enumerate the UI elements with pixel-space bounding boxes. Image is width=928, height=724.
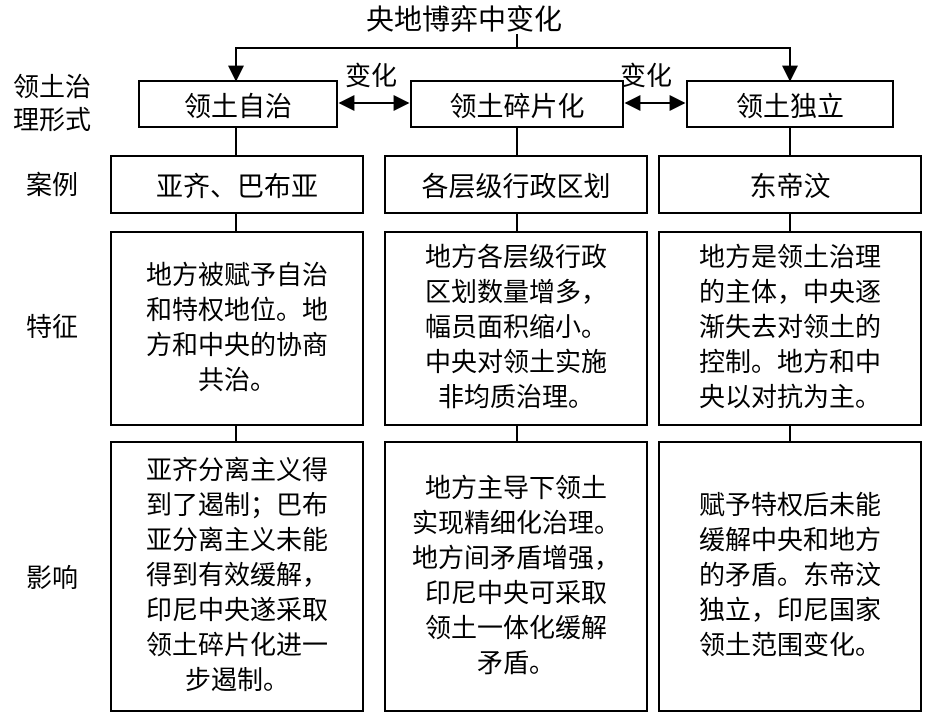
impact-1-line-1: 亚齐分离主义得 (145, 456, 328, 486)
feature-box-1: 地方被赋予自治 和特权地位。地 方和中央的协商 共治。 (110, 231, 364, 426)
feature-3-line-5: 央以对抗为主。 (698, 383, 881, 413)
impact-2-line-6: 矛盾。 (476, 648, 555, 679)
form-box-2: 领土碎片化 (410, 80, 624, 128)
impact-1-line-3: 亚分离主义未能 (145, 526, 328, 556)
arrow-label-left: 变化 (345, 62, 398, 92)
impact-1-line-4: 得到有效缓解， (145, 561, 328, 591)
impact-2-line-3: 地方间矛盾增强， (411, 543, 620, 574)
form-box-2-text: 领土碎片化 (449, 91, 585, 123)
case-box-2: 各层级行政区划 (384, 155, 648, 214)
form-box-3: 领土独立 (686, 80, 894, 128)
impact-3-line-1: 赋予特权后未能 (698, 491, 881, 521)
row-label-impact: 影响 (25, 564, 78, 594)
feature-1-line-2: 和特权地位。地 (145, 295, 328, 326)
impact-2-line-1: 地方主导下领土 (424, 473, 607, 504)
case-box-3: 东帝汶 (658, 155, 922, 214)
feature-3-line-1: 地方是领土治理 (698, 243, 881, 273)
case-box-3-text: 东帝汶 (749, 172, 831, 203)
impact-3-line-5: 领土范围变化。 (698, 631, 881, 661)
feature-box-3: 地方是领土治理 的主体，中央逐 渐失去对领土的 控制。地方和中 央以对抗为主。 (658, 231, 922, 426)
impact-box-1: 亚齐分离主义得 到了遏制；巴布 亚分离主义未能 得到有效缓解， 印尼中央遂采取 … (110, 441, 364, 712)
row-label-feature: 特征 (25, 313, 78, 343)
impact-3-line-3: 的矛盾。东帝汶 (698, 561, 881, 591)
case-box-2-text: 各层级行政区划 (421, 172, 611, 203)
impact-3-line-4: 独立，印尼国家 (698, 596, 881, 626)
impact-box-3: 赋予特权后未能 缓解中央和地方 的矛盾。东帝汶 独立，印尼国家 领土范围变化。 (658, 441, 922, 712)
arrow-label-right: 变化 (620, 62, 673, 92)
title-bracket-line (235, 47, 791, 76)
feature-2-line-1: 地方各层级行政 (424, 243, 607, 273)
row-connectors (235, 127, 791, 441)
feature-box-2: 地方各层级行政 区划数量增多， 幅员面积缩小。 中央对领土实施 非均质治理。 (384, 231, 648, 426)
impact-1-line-7: 步遏制。 (184, 666, 289, 696)
feature-2-line-2: 区划数量增多， (424, 278, 607, 308)
row-label-form-line-2: 理形式 (12, 106, 91, 136)
case-box-1: 亚齐、巴布亚 (110, 155, 364, 214)
diagram-title: 央地博弈中变化 (365, 3, 562, 36)
impact-1-line-5: 印尼中央遂采取 (145, 596, 328, 626)
impact-1-line-6: 领土碎片化进一 (145, 631, 328, 661)
feature-1-line-4: 共治。 (197, 365, 276, 396)
row-label-form: 领土治 理形式 (2, 72, 102, 138)
row-label-form-line-1: 领土治 (12, 73, 91, 103)
row-label-case: 案例 (25, 171, 78, 201)
impact-3-line-2: 缓解中央和地方 (698, 526, 881, 556)
feature-1-line-3: 方和中央的协商 (145, 330, 328, 361)
form-box-1: 领土自治 (138, 80, 338, 128)
impact-box-2: 地方主导下领土 实现精细化治理。 地方间矛盾增强， 印尼中央可采取 领土一体化缓… (384, 441, 648, 712)
case-box-1-text: 亚齐、巴布亚 (156, 172, 318, 203)
feature-2-line-5: 非均质治理。 (437, 383, 594, 413)
feature-1-line-1: 地方被赋予自治 (145, 260, 328, 291)
feature-2-line-4: 中央对领土实施 (424, 348, 607, 378)
feature-2-line-3: 幅员面积缩小。 (424, 313, 607, 343)
feature-3-line-3: 渐失去对领土的 (698, 313, 881, 343)
form-box-1-text: 领土自治 (184, 91, 292, 123)
feature-3-line-2: 的主体，中央逐 (698, 278, 881, 308)
impact-1-line-2: 到了遏制；巴布 (145, 491, 328, 521)
impact-2-line-5: 领土一体化缓解 (424, 613, 607, 644)
impact-2-line-4: 印尼中央可采取 (424, 578, 607, 609)
form-box-3-text: 领土独立 (736, 91, 844, 123)
impact-2-line-2: 实现精细化治理。 (411, 508, 620, 539)
feature-3-line-4: 控制。地方和中 (698, 348, 881, 378)
